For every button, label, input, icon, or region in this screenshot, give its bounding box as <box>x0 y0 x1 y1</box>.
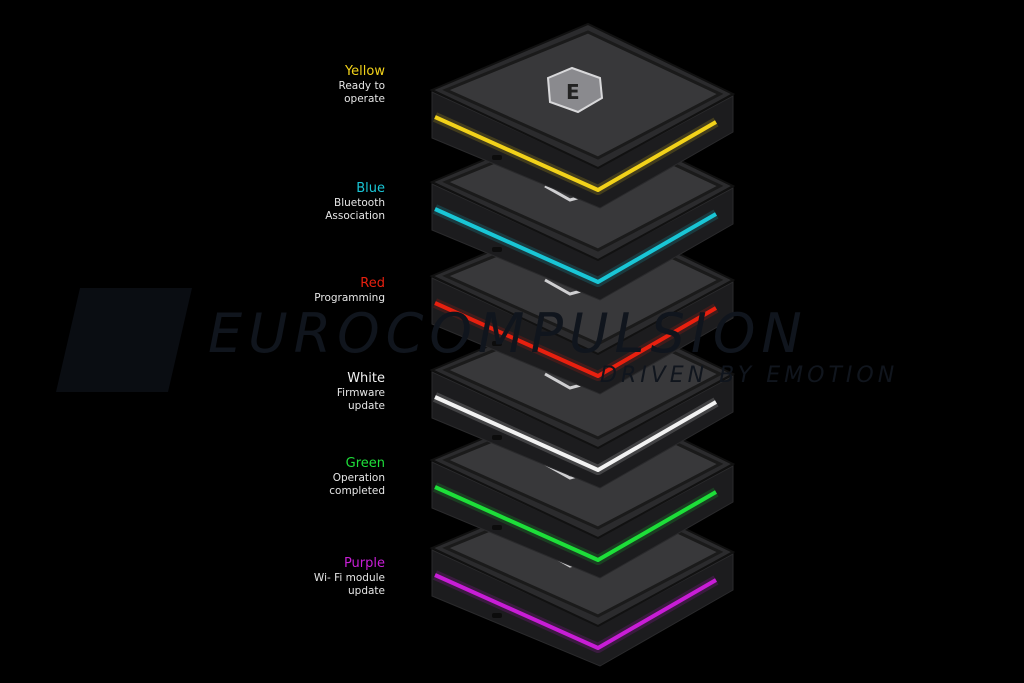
state-desc: Operation <box>332 472 385 484</box>
led-strip <box>434 573 717 650</box>
led-strip <box>434 207 717 284</box>
state-title: Red <box>360 276 385 291</box>
state-desc: update <box>348 400 385 412</box>
state-desc: Firmware <box>336 387 385 399</box>
led-glow <box>432 204 719 287</box>
usb-port <box>492 525 502 530</box>
state-desc: completed <box>329 485 385 497</box>
state-label-yellow: Yellow Ready to operate <box>339 64 385 106</box>
state-title: Yellow <box>344 64 385 79</box>
state-desc: Programming <box>314 292 385 304</box>
state-title: Blue <box>356 181 385 196</box>
usb-port <box>492 613 502 618</box>
watermark-logo-mark <box>56 288 192 392</box>
led-glow <box>432 570 719 653</box>
watermark-brand: EUROCOMPULSION <box>208 302 808 365</box>
led-strip <box>434 301 717 378</box>
usb-port <box>492 341 502 346</box>
state-title: White <box>347 371 385 386</box>
led-strip <box>434 115 717 192</box>
state-desc: update <box>348 585 385 597</box>
usb-port <box>492 247 502 252</box>
led-strip <box>434 395 717 472</box>
usb-port <box>492 155 502 160</box>
state-label-blue: Blue Bluetooth Association <box>325 181 385 223</box>
led-glow <box>432 112 719 195</box>
state-desc: Ready to <box>338 80 385 92</box>
led-glow <box>432 298 719 381</box>
logo-badge <box>546 66 604 114</box>
logo-mark-icon: E <box>566 80 580 104</box>
state-label-purple: Purple Wi- Fi module update <box>314 556 385 598</box>
led-glow <box>432 482 719 565</box>
state-label-green: Green Operation completed <box>329 456 385 498</box>
state-desc: operate <box>344 93 385 105</box>
state-desc: Association <box>325 210 385 222</box>
usb-port <box>492 435 502 440</box>
state-label-white: White Firmware update <box>337 371 385 413</box>
state-desc: Wi- Fi module <box>313 572 385 584</box>
state-title: Purple <box>343 556 385 571</box>
device-box-yellow: E <box>429 22 736 209</box>
led-glow <box>432 392 719 475</box>
led-strip <box>434 485 717 562</box>
brand-watermark: EUROCOMPULSION DRIVEN BY EMOTION <box>208 302 898 388</box>
state-title: Green <box>345 456 385 471</box>
state-label-red: Red Programming <box>314 276 385 305</box>
state-desc: Bluetooth <box>334 197 385 209</box>
watermark-tagline: DRIVEN BY EMOTION <box>600 363 898 388</box>
